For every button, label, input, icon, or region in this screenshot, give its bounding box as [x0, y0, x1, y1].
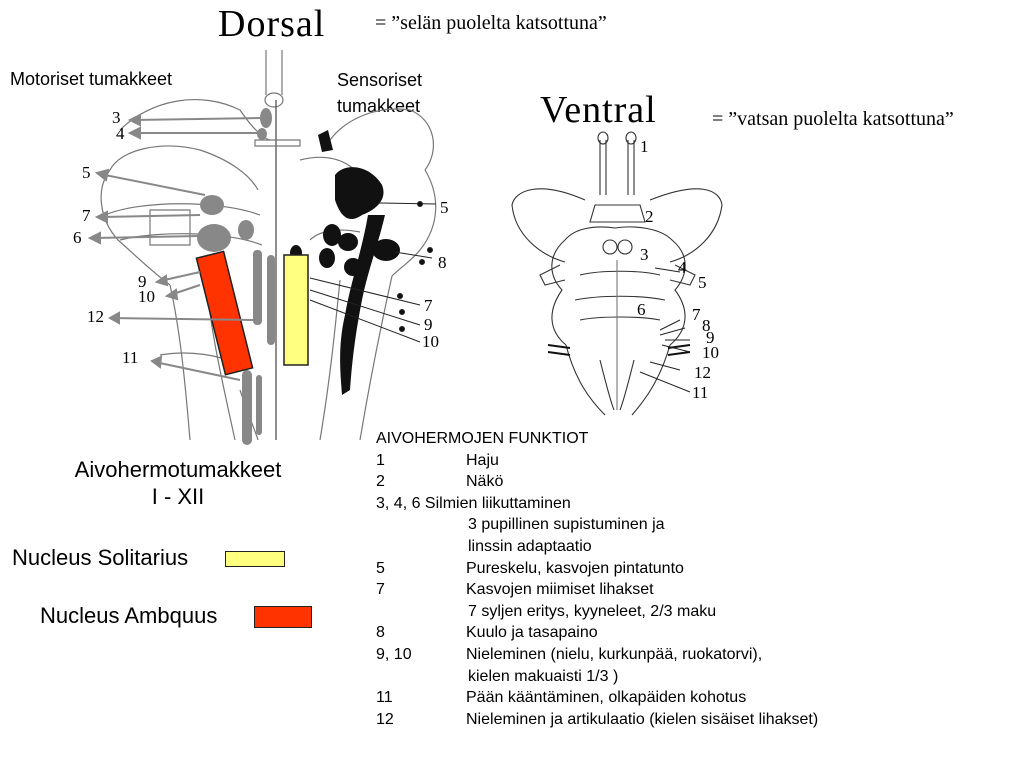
- ventral-label-2: 2: [645, 207, 654, 226]
- function-row-number: 2: [376, 471, 385, 493]
- function-row: 7 syljen eritys, kyyneleet, 2/3 maku: [376, 601, 588, 623]
- functions-title: AIVOHERMOJEN FUNKTIOT: [376, 428, 588, 450]
- function-row-text: Nieleminen ja artikulaatio (kielen sisäi…: [466, 709, 818, 731]
- dorsal-label-5-right: 5: [440, 198, 449, 217]
- dorsal-label-10-right: 10: [422, 332, 439, 351]
- function-row-number: 11: [376, 687, 393, 709]
- ventral-label-10: 10: [702, 343, 719, 362]
- function-row: 2 Näkö: [376, 471, 588, 493]
- function-row-subtext: 7 syljen eritys, kyyneleet, 2/3 maku: [468, 601, 716, 623]
- ventral-label-1: 1: [640, 137, 649, 156]
- dorsal-label-6: 6: [73, 228, 82, 247]
- function-row-subtext: 3 pupillinen supistuminen ja: [468, 514, 665, 536]
- dorsal-label-10-left: 10: [138, 287, 155, 306]
- function-row-text: 3, 4, 6 Silmien liikuttaminen: [376, 493, 571, 515]
- function-row-text: Nieleminen (nielu, kurkunpää, ruokatorvi…: [466, 644, 762, 666]
- ventral-label-7: 7: [692, 305, 701, 324]
- ventral-label-3: 3: [640, 245, 649, 264]
- function-row: 3 pupillinen supistuminen ja: [376, 514, 588, 536]
- function-row: linssin adaptaatio: [376, 536, 588, 558]
- dorsal-label-5-left: 5: [82, 163, 91, 182]
- function-row-subtext: kielen makuaisti 1/3 ): [468, 666, 618, 688]
- dorsal-label-7-right: 7: [424, 296, 433, 315]
- ventral-brainstem-drawing: [512, 132, 722, 415]
- ventral-label-12: 12: [694, 363, 711, 382]
- ventral-label-11: 11: [692, 383, 708, 402]
- dorsal-label-12: 12: [87, 307, 104, 326]
- legend-ambiguus-label: Nucleus Ambquus: [40, 603, 217, 629]
- nucleus-ambiguus-shape: [196, 251, 252, 374]
- function-row-text: Näkö: [466, 471, 503, 493]
- function-row: 3, 4, 6 Silmien liikuttaminen: [376, 493, 588, 515]
- function-row-text: Haju: [466, 450, 499, 472]
- caption-subtitle: I - XII: [30, 484, 326, 510]
- function-row-text: Pään kääntäminen, olkapäiden kohotus: [466, 687, 746, 709]
- function-row-subtext: linssin adaptaatio: [468, 536, 592, 558]
- legend-solitarius-label: Nucleus Solitarius: [12, 545, 188, 571]
- ventral-label-6: 6: [637, 300, 646, 319]
- caption-title: Aivohermotumakkeet: [30, 457, 326, 483]
- legend-solitarius-swatch: [225, 551, 285, 567]
- function-row: 1 Haju: [376, 450, 588, 472]
- function-row-number: 5: [376, 558, 385, 580]
- function-row-number: 9, 10: [376, 644, 412, 666]
- dorsal-label-8: 8: [438, 253, 447, 272]
- ventral-number-labels: 1 2 3 4 5 6 7 8 9 10 12 11: [637, 137, 719, 402]
- function-row: kielen makuaisti 1/3 ): [376, 666, 588, 688]
- function-row-text: Kasvojen miimiset lihakset: [466, 579, 654, 601]
- function-row-number: 7: [376, 579, 385, 601]
- ventral-label-4: 4: [678, 258, 687, 277]
- dorsal-label-4: 4: [116, 124, 125, 143]
- function-row-number: 1: [376, 450, 385, 472]
- ventral-label-5: 5: [698, 273, 707, 292]
- function-row-text: Pureskelu, kasvojen pintatunto: [466, 558, 684, 580]
- function-row-number: 8: [376, 622, 385, 644]
- nucleus-solitarius-shape: [284, 255, 308, 365]
- dorsal-label-7-left: 7: [82, 206, 91, 225]
- legend-ambiguus-swatch: [254, 606, 312, 628]
- dorsal-label-11: 11: [122, 348, 138, 367]
- function-row-number: 12: [376, 709, 394, 731]
- function-row-text: Kuulo ja tasapaino: [466, 622, 598, 644]
